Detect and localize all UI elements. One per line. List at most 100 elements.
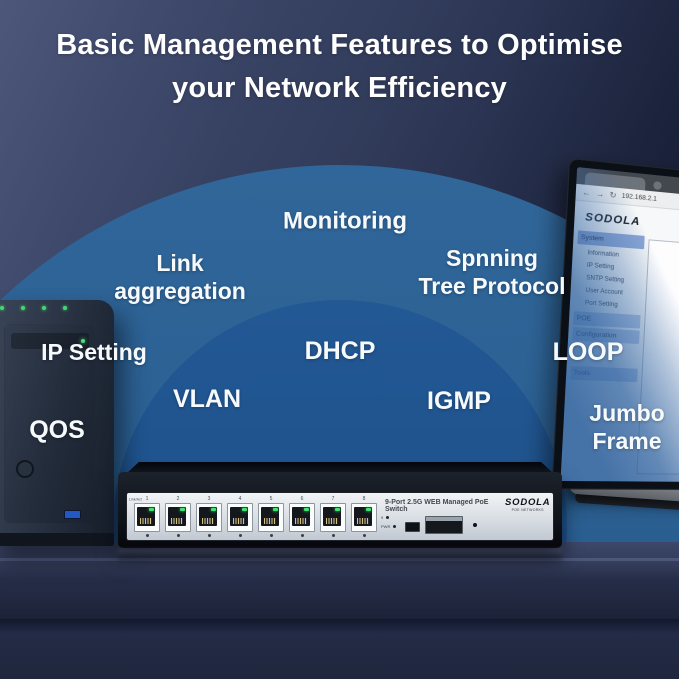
rj45-port: 4	[227, 496, 253, 537]
link-led-icon	[211, 508, 216, 511]
brand-tagline: POE NETWORKS	[511, 508, 544, 512]
label-line: Frame	[592, 428, 662, 454]
power-led-label: PWR	[381, 524, 391, 529]
link-led-icon	[273, 508, 278, 511]
rj45-jack-icon	[137, 507, 155, 526]
floor	[0, 619, 679, 679]
poe-led-icon	[238, 534, 242, 537]
poe-led-icon	[145, 534, 149, 537]
port-group: 1 2 3 4 5 6 7 8	[134, 496, 377, 537]
poe-switch: Link/Act 1 2 3 4 5 6 7 8 9-Port 2.5G WEB…	[118, 458, 562, 550]
link-led-icon	[335, 508, 340, 511]
forward-icon: →	[595, 188, 605, 199]
port-number: 8	[362, 496, 366, 502]
rj45-port: 8	[351, 496, 377, 537]
nas-drive-bay-door	[4, 324, 95, 523]
label-line: Link	[156, 249, 204, 276]
nas-status-leds	[0, 306, 67, 310]
port-number: 5	[269, 496, 273, 502]
rj45-jack-icon	[261, 507, 279, 526]
poe-led-icon	[362, 534, 366, 537]
back-icon: ←	[582, 187, 591, 198]
poe-led-icon	[331, 534, 335, 537]
feature-label-monitoring: Monitoring	[283, 207, 407, 235]
rj45-port: 3	[196, 496, 222, 537]
feature-label-link-aggregation: Link aggregation	[114, 249, 246, 305]
new-tab-icon	[653, 181, 662, 191]
feature-label-spanning-tree: Spnning Tree Protocol	[419, 244, 566, 300]
rj45-port: 1	[134, 496, 160, 537]
label-line: Spnning	[446, 244, 538, 271]
poe-led-icon	[269, 534, 273, 537]
switch-chassis: Link/Act 1 2 3 4 5 6 7 8 9-Port 2.5G WEB…	[118, 472, 562, 548]
rj45-jack-icon	[323, 507, 341, 526]
port-pins	[264, 518, 276, 524]
switch-reflection	[118, 549, 562, 565]
led-green-icon	[0, 306, 4, 310]
port-number: 1	[145, 496, 149, 502]
led-green-icon	[21, 306, 25, 310]
rj45-port: 5	[258, 496, 284, 537]
link-led-icon	[180, 508, 185, 511]
switch-model-text: 9-Port 2.5G WEB Managed PoE Switch	[385, 499, 489, 513]
nas-tower	[0, 300, 114, 546]
poe-led-icon	[300, 534, 304, 537]
uplink-led-label: 9	[381, 515, 384, 520]
status-led-column: 9 PWR	[381, 515, 397, 529]
rj45-jack-icon	[354, 507, 372, 526]
port-pins	[233, 518, 245, 524]
port-pins	[140, 518, 152, 524]
label-line: Tree Protocol	[418, 273, 566, 299]
title-line-2: your Network Efficiency	[172, 72, 507, 104]
port-pins	[357, 518, 369, 524]
rj45-port: 6	[289, 496, 315, 537]
feature-label-dhcp: DHCP	[304, 336, 376, 365]
address-bar-url: 192.168.2.1	[621, 192, 658, 203]
uplink-led-icon	[386, 516, 390, 519]
rj45-jack-icon	[230, 507, 248, 526]
nas-usb-port	[64, 510, 81, 519]
table-front-edge	[0, 558, 679, 620]
port-number: 2	[176, 496, 180, 502]
port-number: 3	[207, 496, 211, 502]
reset-button-hole	[473, 523, 477, 527]
port-pins	[295, 518, 307, 524]
led-green-icon	[63, 306, 67, 310]
port-pins	[171, 518, 183, 524]
poe-led-icon	[176, 534, 180, 537]
sfp-port	[425, 516, 463, 534]
title-line-1: Basic Management Features to Optimise	[56, 29, 623, 61]
port-number: 6	[300, 496, 304, 502]
port-pins	[202, 518, 214, 524]
feature-label-qos: QOS	[29, 415, 85, 444]
refresh-icon: ↻	[609, 189, 617, 200]
port-corner-label: Link/Act	[129, 497, 142, 502]
power-led-icon	[393, 525, 397, 528]
nas-power-button	[16, 460, 34, 478]
link-led-icon	[242, 508, 247, 511]
port-number: 4	[238, 496, 242, 502]
feature-label-loop: LOOP	[552, 337, 624, 366]
link-led-icon	[149, 508, 154, 511]
label-line: aggregation	[114, 278, 246, 304]
nas-door-vent	[11, 333, 89, 349]
port-number: 7	[331, 496, 335, 502]
poe-led-icon	[207, 534, 211, 537]
rj45-jack-icon	[292, 507, 310, 526]
rj45-port: 7	[320, 496, 346, 537]
rj45-jack-icon	[168, 507, 186, 526]
sidebar-item-poe: POE	[573, 311, 641, 329]
nas-base	[0, 533, 114, 546]
rj45-port: 2	[165, 496, 191, 537]
led-green-icon	[42, 306, 46, 310]
feature-label-vlan: VLAN	[172, 384, 242, 413]
sidebar-item-tools: Tools	[570, 365, 638, 383]
page-title: Basic Management Features to Optimise yo…	[0, 24, 679, 110]
feature-label-jumbo-frame: Jumbo Frame	[589, 399, 664, 455]
console-port	[405, 522, 420, 532]
led-green-icon	[81, 339, 85, 343]
feature-label-ip-setting: IP Setting	[41, 338, 147, 365]
switch-brand-logo: SODOLA POE NETWORKS	[505, 498, 550, 513]
switch-top-face	[126, 462, 554, 474]
